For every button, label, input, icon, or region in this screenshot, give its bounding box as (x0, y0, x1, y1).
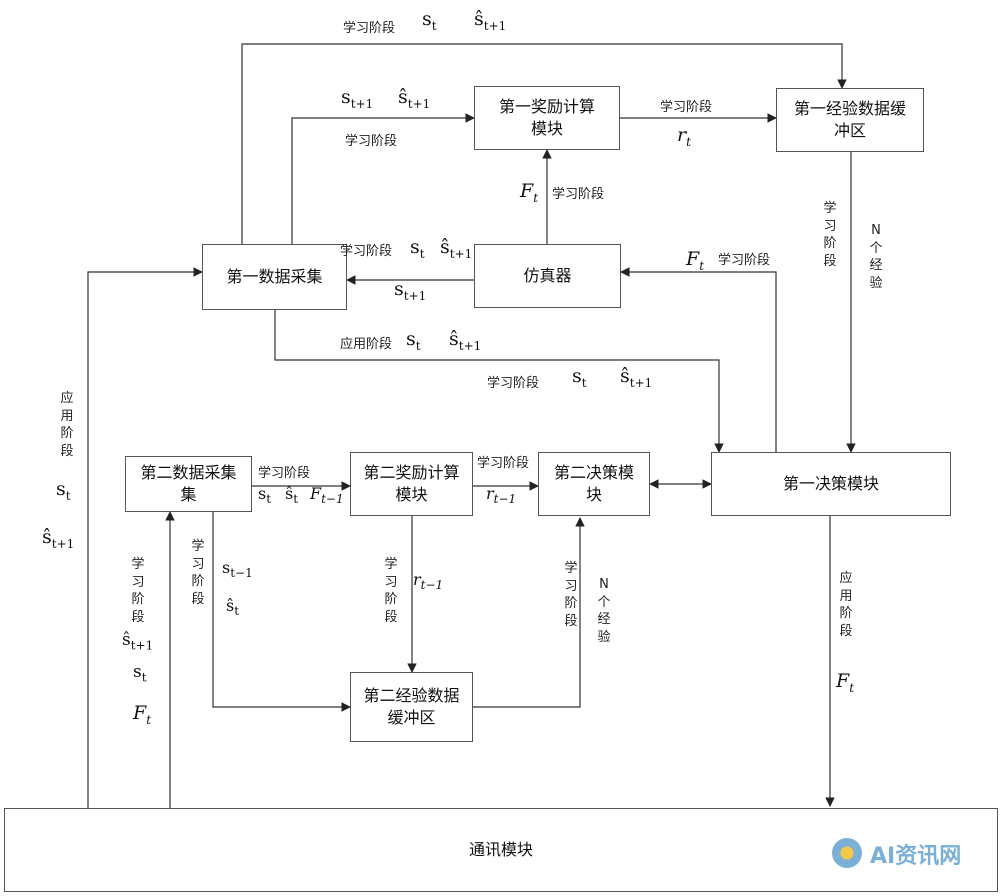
math-s-t-minus1: st−1 (222, 558, 253, 581)
first-buffer-box: 第一经验数据缓冲区 (776, 88, 924, 152)
first-decision-box: 第一决策模块 (711, 452, 951, 516)
first-reward-box: 第一奖励计算模块 (474, 86, 620, 150)
math-F-t-apply-comm: Ft (836, 670, 855, 695)
watermark-icon (832, 838, 862, 868)
math-shat-t1-apply: ŝt+1 (449, 328, 482, 353)
second-decision-label: 第二决策模块 (554, 463, 635, 504)
math-shat-t1-left: ŝt+1 (42, 526, 75, 551)
arrow-collect-to-decision (274, 310, 724, 453)
math-shat-t1-top: ŝt+1 (474, 8, 507, 33)
label-learning-collect-reward: 学习阶段 (345, 134, 398, 149)
label-apply-left: 应用阶段 (60, 391, 74, 459)
label-learning-sim-reward: 学习阶段 (552, 187, 605, 202)
math-r-t: rt (677, 124, 691, 149)
second-data-collect-box: 第二数据采集集 (125, 456, 252, 512)
math-s-t1-sim: st+1 (394, 278, 427, 303)
label-apply-collect-decision: 应用阶段 (340, 337, 393, 352)
label-learning-second-buffer-decision: 学习阶段 (564, 561, 578, 629)
simulator-label: 仿真器 (523, 266, 572, 286)
math-r-t-minus1-h: rt−1 (486, 484, 517, 507)
label-n-exp-second: N个经验 (597, 577, 611, 645)
math-shat-t-second: ŝt (285, 484, 299, 507)
label-n-exp-first: N个经验 (869, 223, 883, 291)
label-learning-second-reward-decision: 学习阶段 (477, 456, 530, 471)
label-learning-top: 学习阶段 (343, 21, 396, 36)
math-s-t-left: st (56, 478, 71, 503)
second-data-collect-label: 第二数据采集集 (140, 463, 237, 504)
watermark-text: AI资讯网 (870, 844, 962, 869)
math-F-t-sim: Ft (520, 180, 539, 205)
math-s-t-comm: st (133, 662, 147, 685)
second-reward-box: 第二奖励计算模块 (350, 452, 473, 516)
label-apply-decision-comm: 应用阶段 (839, 571, 853, 639)
label-learning-sim-collect: 学习阶段 (340, 244, 393, 259)
first-data-collect-label: 第一数据采集 (226, 267, 323, 287)
math-F-t-decision: Ft (686, 248, 705, 273)
arrow-comm-to-collect (87, 267, 203, 808)
arrow-second-buffer-to-decision (473, 517, 585, 708)
comm-module-label: 通讯模块 (468, 840, 533, 860)
math-shat-t1-comm: ŝt+1 (122, 630, 154, 653)
second-decision-box: 第二决策模块 (538, 452, 650, 516)
arrow-second-collect-to-buffer (212, 512, 351, 712)
label-learning-reward-buffer: 学习阶段 (660, 100, 713, 115)
simulator-box: 仿真器 (474, 244, 621, 308)
math-s-t-sim: st (410, 236, 425, 261)
second-reward-label: 第二奖励计算模块 (363, 463, 460, 504)
label-learning-comm-second: 学习阶段 (131, 557, 145, 625)
first-reward-label: 第一奖励计算模块 (498, 97, 595, 138)
math-shat-t1-learn: ŝt+1 (620, 365, 653, 390)
arrow-decision-to-simulator (620, 267, 777, 452)
arrow-collect-to-reward (291, 113, 475, 244)
label-learning-second-collect-buffer: 学习阶段 (191, 539, 205, 607)
label-learning-decision-sim: 学习阶段 (718, 253, 771, 268)
math-s-t-top: st (422, 8, 437, 33)
math-s-t1-reward: st+1 (341, 86, 374, 111)
math-shat-t1-reward: ŝt+1 (398, 86, 431, 111)
first-data-collect-box: 第一数据采集 (202, 244, 347, 310)
label-learning-collect-decision: 学习阶段 (487, 376, 540, 391)
label-learning-buffer-decision: 学习阶段 (823, 201, 837, 269)
first-buffer-label: 第一经验数据缓冲区 (794, 99, 907, 140)
math-shat-t1-sim: ŝt+1 (440, 236, 473, 261)
second-buffer-box: 第二经验数据缓冲区 (350, 672, 473, 742)
math-s-t-learn: st (572, 365, 587, 390)
label-learning-second-collect-reward: 学习阶段 (258, 466, 311, 481)
math-F-t-minus1-second: Ft−1 (310, 484, 344, 507)
math-shat-t-v: ŝt (226, 596, 240, 619)
math-s-t-apply: st (406, 328, 421, 353)
second-buffer-label: 第二经验数据缓冲区 (363, 686, 460, 727)
math-F-t-comm: Ft (133, 702, 152, 727)
label-learning-second-reward-buffer: 学习阶段 (384, 557, 398, 625)
arrow-collect-to-buffer-top (241, 43, 847, 244)
first-decision-label: 第一决策模块 (782, 474, 879, 494)
math-s-t-second: st (258, 484, 272, 507)
math-r-t-minus1-v: rt−1 (413, 570, 444, 593)
